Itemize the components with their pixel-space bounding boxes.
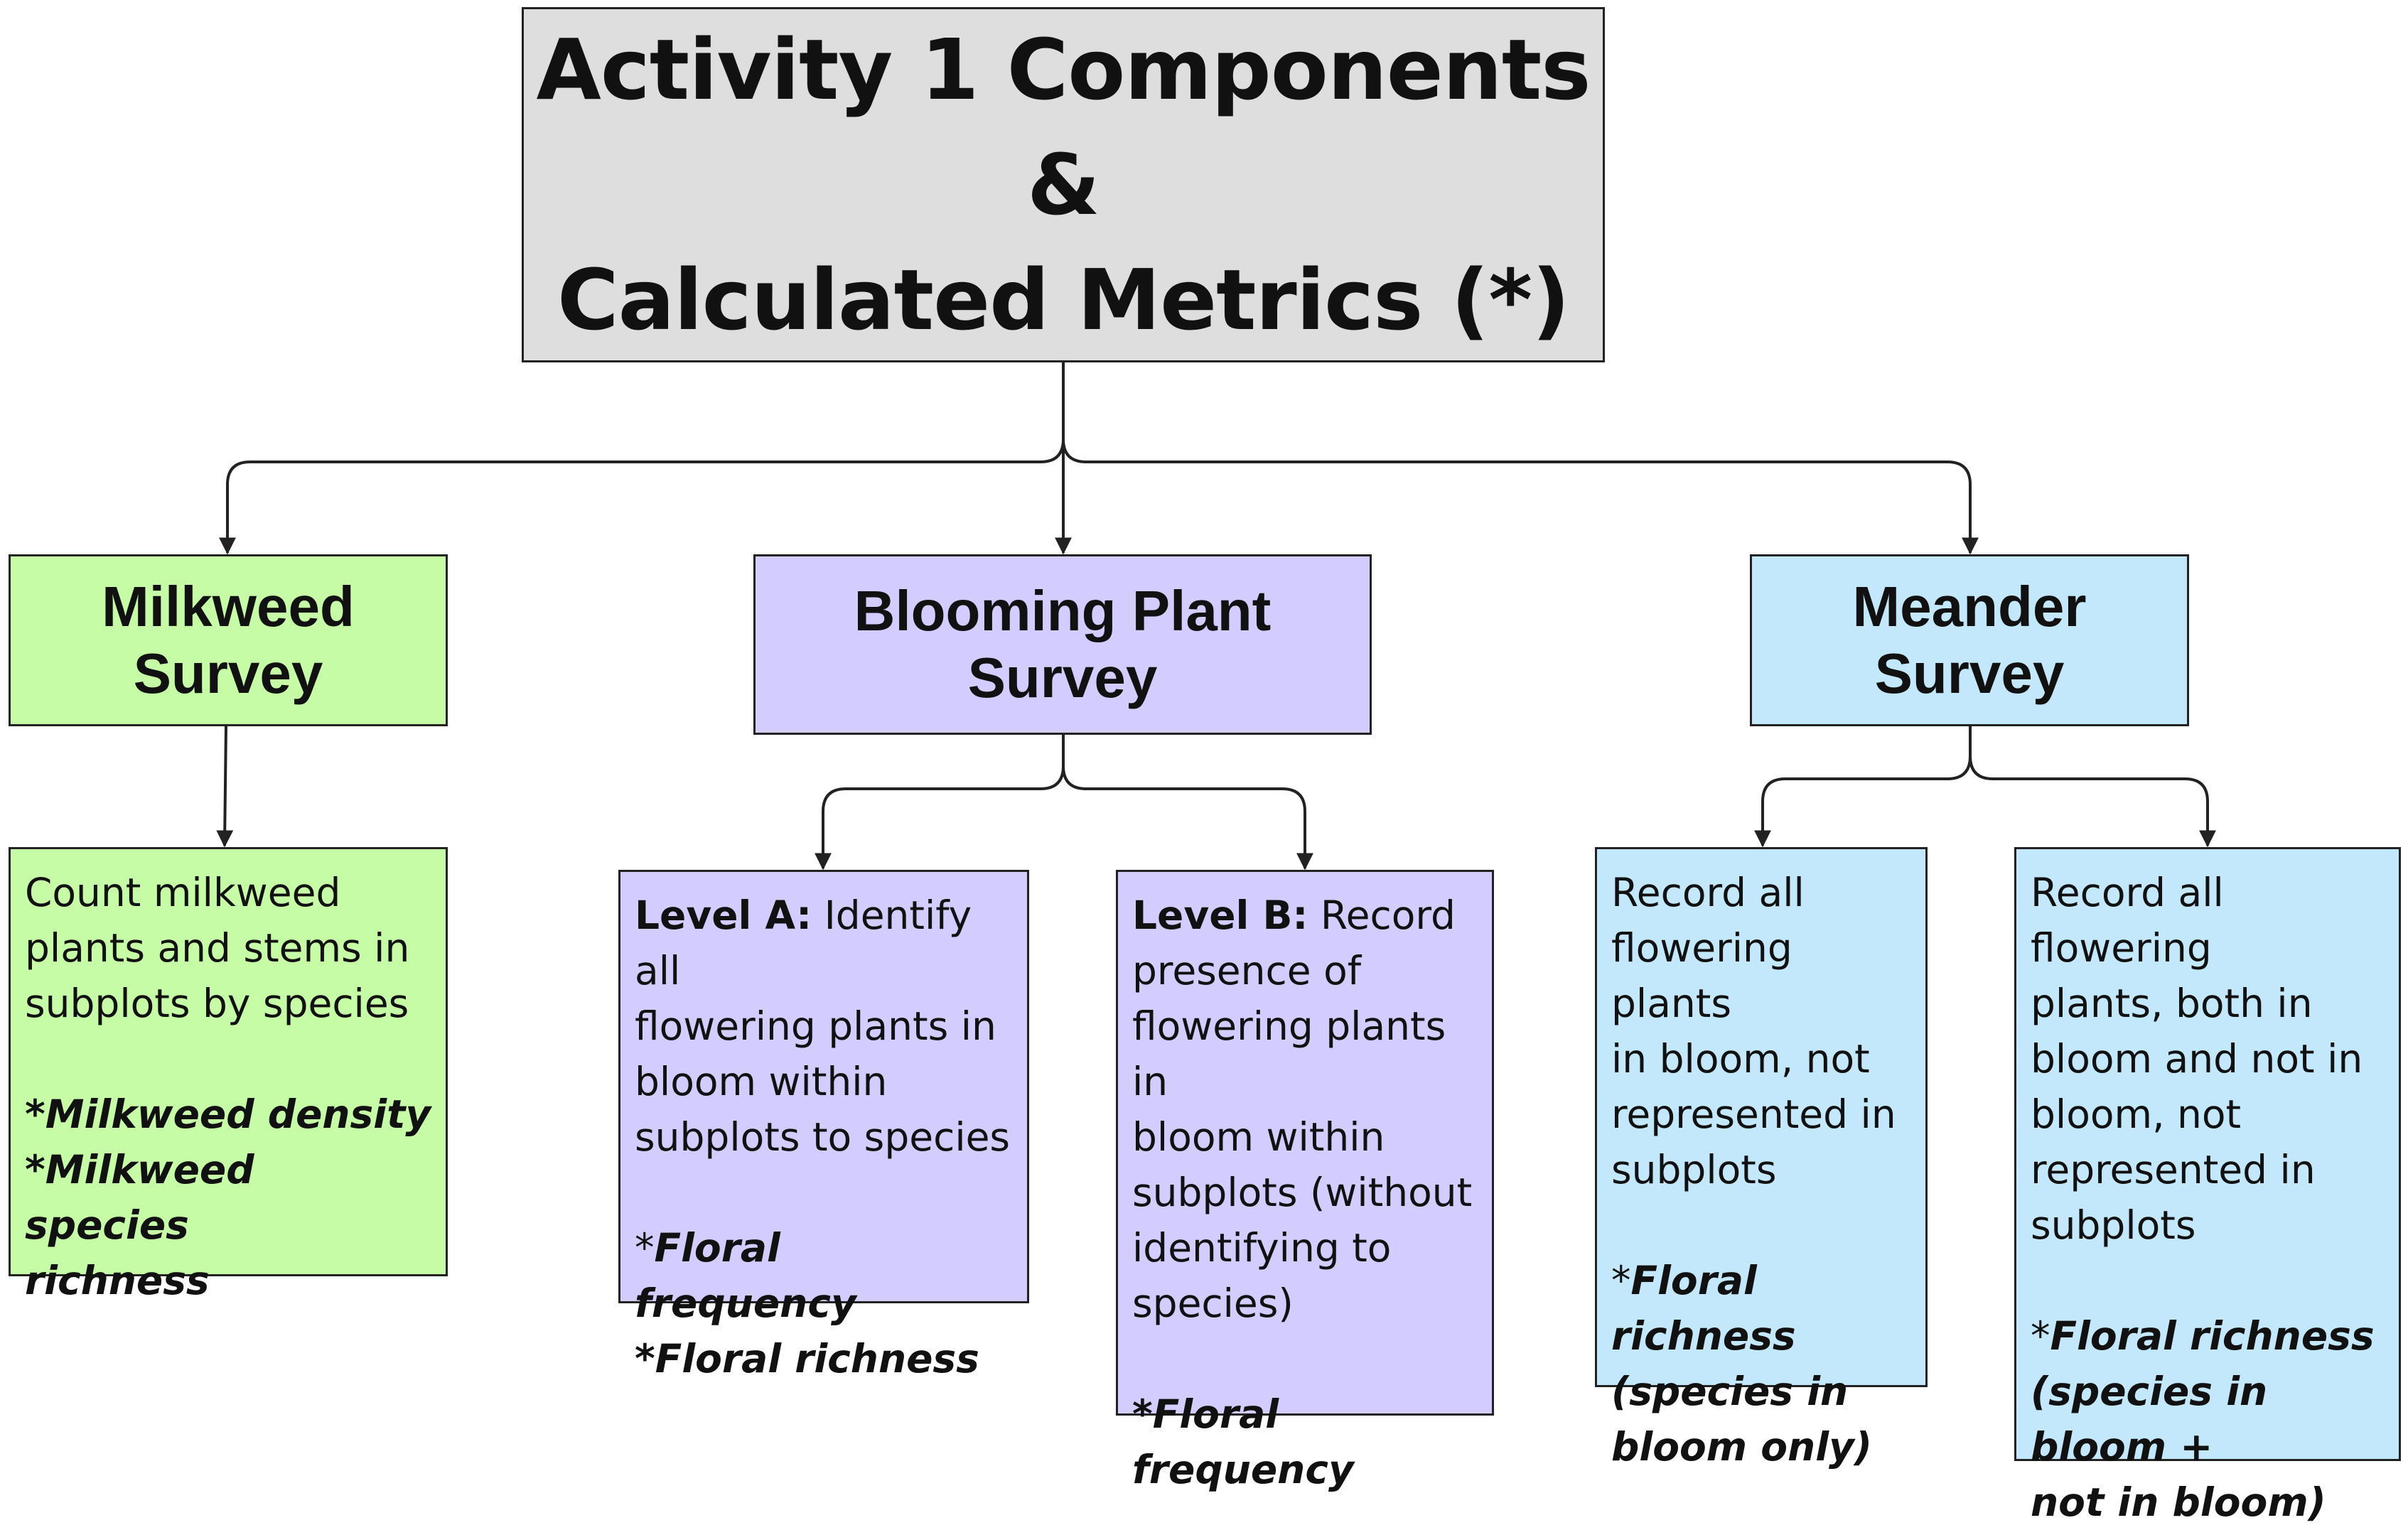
title-line-2: Calculated Metrics (*) bbox=[557, 251, 1570, 349]
desc-line: Record all bbox=[1611, 870, 1805, 915]
connector-meander-left bbox=[1754, 726, 1972, 848]
metric-line: (species in bloom + bbox=[2031, 1369, 2268, 1470]
desc-line: plants, both in bbox=[2031, 981, 2313, 1026]
milkweed-heading-line-2: Survey bbox=[133, 642, 323, 705]
level-b-first-line: Level B: Record bbox=[1132, 888, 1478, 943]
desc-line: subplots bbox=[2031, 1202, 2196, 1248]
metric-line: *Floral richness bbox=[2031, 1313, 2375, 1359]
meander-survey-box: Meander Survey bbox=[1750, 554, 2189, 726]
title-box: Activity 1 Components & Calculated Metri… bbox=[522, 7, 1605, 362]
connector-meander-right bbox=[1969, 726, 2216, 848]
desc-line: flowering plants in bbox=[635, 1003, 996, 1049]
desc-line: species) bbox=[1132, 1281, 1294, 1326]
level-b-box: Level B: Record presence of flowering pl… bbox=[1116, 870, 1494, 1492]
metric-line: (species in bbox=[1611, 1369, 1849, 1414]
desc-line: identifying to bbox=[1132, 1225, 1392, 1271]
desc-line: bloom and not in bbox=[2031, 1036, 2363, 1082]
metric-line: richness bbox=[25, 1258, 210, 1303]
blooming-heading-line-1: Blooming Plant bbox=[854, 579, 1272, 642]
desc-line: subplots bbox=[1611, 1147, 1777, 1192]
metric-line: *Floral richness bbox=[1611, 1258, 1796, 1359]
level-b-label: Level B: bbox=[1132, 893, 1308, 938]
blooming-plant-survey-box: Blooming Plant Survey bbox=[753, 554, 1372, 735]
meander-heading-line-2: Survey bbox=[1874, 642, 2065, 705]
desc-line: in bloom, not bbox=[1611, 1036, 1870, 1082]
level-a-first-line-rest: Identify all bbox=[635, 893, 972, 993]
desc-line: flowering plants in bbox=[1132, 1003, 1446, 1104]
metric-line: bloom only) bbox=[1611, 1424, 1873, 1470]
desc-line: subplots to species bbox=[635, 1114, 1011, 1160]
desc-line: represented in bbox=[2031, 1147, 2316, 1192]
diagram-title: Activity 1 Components & Calculated Metri… bbox=[524, 12, 1603, 357]
metric-line: *Floral richness bbox=[635, 1336, 979, 1381]
level-a-label: Level A: bbox=[635, 893, 812, 938]
milkweed-survey-box: Milkweed Survey bbox=[9, 554, 448, 726]
title-line-1: Activity 1 Components & bbox=[536, 21, 1591, 234]
metric-line: *Floral frequency bbox=[1132, 1391, 1354, 1492]
meander-heading-line-1: Meander bbox=[1852, 575, 2087, 638]
milkweed-heading-line-1: Milkweed bbox=[102, 575, 355, 638]
desc-line: bloom within bbox=[1132, 1114, 1385, 1160]
connector-title-meander bbox=[1062, 362, 1979, 555]
connector-blooming-level-b bbox=[1062, 735, 1313, 871]
level-a-box: Level A: Identify all flowering plants i… bbox=[618, 870, 1029, 1381]
desc-line: plants and stems in bbox=[25, 925, 410, 971]
metric-line: *Milkweed density bbox=[25, 1092, 431, 1137]
desc-line: Count milkweed bbox=[25, 870, 341, 915]
meander-all-box: Record all flowering plants, both in blo… bbox=[2014, 847, 2401, 1525]
metric-line: *Milkweed species bbox=[25, 1147, 254, 1248]
meander-in-bloom-box: Record all flowering plants in bloom, no… bbox=[1595, 847, 1928, 1470]
connector-milkweed-desc bbox=[216, 726, 234, 848]
metric-line: not in bloom) bbox=[2031, 1480, 2326, 1525]
connector-blooming-level-a bbox=[815, 735, 1065, 871]
level-a-first-line: Level A: Identify all bbox=[635, 888, 1013, 998]
desc-line: flowering plants bbox=[1611, 925, 1792, 1026]
connector-title-milkweed bbox=[219, 362, 1065, 555]
blooming-heading-line-2: Survey bbox=[967, 646, 1158, 709]
desc-line: subplots (without bbox=[1132, 1170, 1473, 1215]
milkweed-description-box: Count milkweed plants and stems in subpl… bbox=[9, 847, 448, 1303]
desc-line: bloom, not bbox=[2031, 1092, 2242, 1137]
desc-line: Record all flowering bbox=[2031, 870, 2224, 971]
desc-line: presence of bbox=[1132, 948, 1362, 993]
metric-line: *Floral frequency bbox=[635, 1225, 856, 1326]
desc-line: subplots by species bbox=[25, 981, 409, 1026]
desc-line: bloom within bbox=[635, 1059, 888, 1104]
level-b-first-line-rest: Record bbox=[1308, 893, 1456, 938]
desc-line: represented in bbox=[1611, 1092, 1896, 1137]
connector-lines bbox=[216, 362, 2216, 871]
